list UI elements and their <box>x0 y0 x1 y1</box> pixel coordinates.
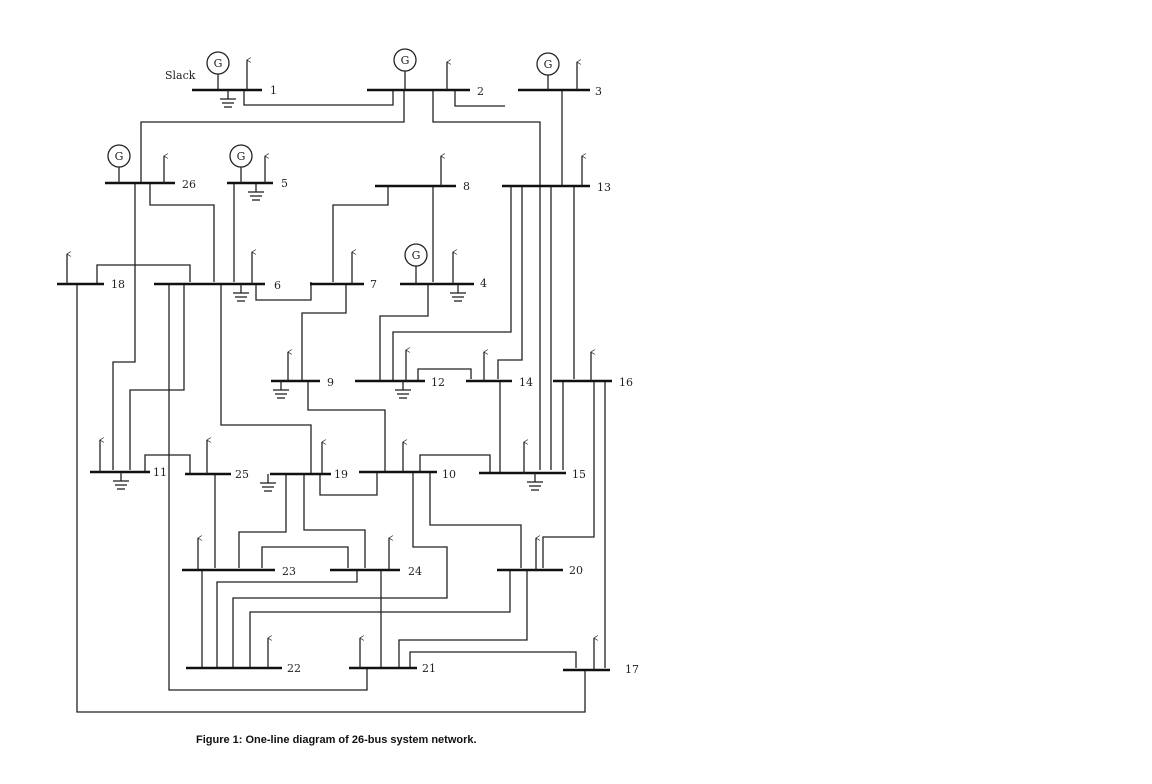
bus-label-9: 9 <box>327 376 334 389</box>
bus-label-1: 1 <box>270 84 277 97</box>
svg-text:G: G <box>544 58 553 71</box>
bus-label-19: 19 <box>334 468 348 481</box>
shunt-ground-icon <box>395 381 411 399</box>
shunt-ground-icon <box>260 474 276 492</box>
bus-label-4: 4 <box>480 277 487 290</box>
generator-bus-2: G <box>393 48 417 90</box>
shunt-ground-icon <box>273 381 289 399</box>
shunt-ground-icon <box>450 284 466 302</box>
svg-text:G: G <box>115 150 124 163</box>
shunt-ground-icon <box>233 284 249 302</box>
generator-icon <box>107 144 131 168</box>
bus-label-25: 25 <box>235 468 249 481</box>
slack-label: Slack <box>165 69 196 82</box>
shunt-ground-icon <box>248 183 264 201</box>
bus-label-20: 20 <box>569 564 583 577</box>
generator-bus-5: G <box>229 144 253 183</box>
bus-label-13: 13 <box>597 181 611 194</box>
generator-icon <box>393 48 417 72</box>
shunt-grounds <box>113 90 543 492</box>
bus-label-21: 21 <box>422 662 436 675</box>
bus-label-26: 26 <box>182 178 196 191</box>
shunt-ground-icon <box>220 90 236 108</box>
bus-label-18: 18 <box>111 278 125 291</box>
shunt-ground-icon <box>527 473 543 491</box>
bus-label-23: 23 <box>282 565 296 578</box>
bus-label-17: 17 <box>625 663 639 676</box>
generator-bus-3: G <box>536 52 560 90</box>
svg-text:G: G <box>401 54 410 67</box>
svg-text:G: G <box>412 249 421 262</box>
generator-icon <box>536 52 560 76</box>
shunt-ground-icon <box>113 472 129 490</box>
generator-icon <box>206 51 230 75</box>
generators: G G G G G G <box>107 48 560 284</box>
bus-label-2: 2 <box>477 85 484 98</box>
bus-label-10: 10 <box>442 468 456 481</box>
svg-text:G: G <box>237 150 246 163</box>
generator-icon <box>404 243 428 267</box>
bus-label-6: 6 <box>274 279 281 292</box>
bus-label-5: 5 <box>281 177 288 190</box>
bus-label-7: 7 <box>370 278 377 291</box>
generator-bus-26: G <box>107 144 131 183</box>
bus-label-24: 24 <box>408 565 422 578</box>
bus-label-3: 3 <box>595 85 602 98</box>
bus-label-12: 12 <box>431 376 445 389</box>
bus-label-11: 11 <box>153 466 167 479</box>
generator-icon <box>229 144 253 168</box>
svg-text:G: G <box>214 57 223 70</box>
bus-label-15: 15 <box>572 468 586 481</box>
figure-caption: Figure 1: One-line diagram of 26-bus sys… <box>196 734 477 746</box>
bus-label-14: 14 <box>519 376 533 389</box>
bus-labels: Slack 1 2 3 26 5 8 13 18 6 7 4 9 12 14 1… <box>111 69 639 676</box>
bus-label-22: 22 <box>287 662 301 675</box>
load-arrows <box>66 60 594 670</box>
bus-label-16: 16 <box>619 376 633 389</box>
bus-label-8: 8 <box>463 180 470 193</box>
generator-bus-4: G <box>404 243 428 284</box>
generator-bus-1: G <box>206 51 230 90</box>
